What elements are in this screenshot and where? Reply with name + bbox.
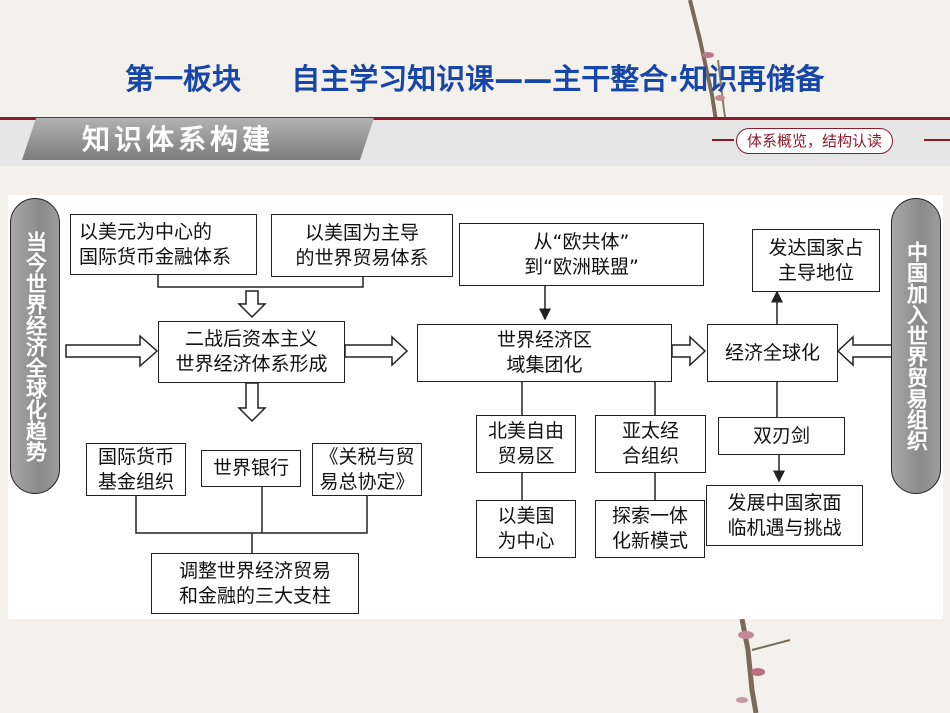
connector-lines [65, 274, 902, 553]
box-ec-to-eu-text: 从“欧共体” 到“欧洲联盟” [524, 230, 639, 278]
hollow-arrow-to-global [671, 335, 707, 367]
box-apec-text: 亚太经 合组织 [621, 420, 679, 467]
box-double-edged: 双刃剑 [718, 417, 845, 455]
box-imf-text: 国际货币 基金组织 [97, 445, 174, 493]
box-world-bank-text: 世界银行 [212, 457, 289, 479]
box-us-center-text: 以美国 为中心 [497, 505, 555, 552]
side-label-right-text: 中国加入世界贸易组织 [904, 241, 929, 451]
hollow-arrow-left-side [65, 334, 159, 368]
box-china-challenge: 发展中国家面 临机遇与挑战 [706, 485, 863, 546]
banner-divider-left [712, 139, 734, 141]
side-label-left: 当今世界经济全球化趋势 [10, 198, 60, 494]
box-us-trade: 以美国为主导 的世界贸易体系 [271, 214, 453, 277]
title-part2: 自主学习知识课——主干整合·知识再储备 [291, 62, 825, 96]
box-developed-lead: 发达国家占 主导地位 [752, 229, 880, 292]
box-three-pillars: 调整世界经济贸易 和金融的三大支柱 [151, 553, 359, 614]
box-us-center: 以美国 为中心 [476, 500, 576, 558]
box-new-model: 探索一体 化新模式 [595, 500, 705, 558]
box-china-challenge-text: 发展中国家面 临机遇与挑战 [727, 491, 842, 539]
page-title: 第一板块 自主学习知识课——主干整合·知识再储备 [125, 62, 865, 96]
box-nafta: 北美自由 贸易区 [476, 415, 576, 473]
section-subtitle: 体系概览，结构认读 [736, 128, 894, 154]
box-developed-lead-text: 发达国家占 主导地位 [768, 236, 864, 284]
box-new-model-text: 探索一体 化新模式 [611, 505, 688, 552]
box-ec-to-eu: 从“欧共体” 到“欧洲联盟” [459, 223, 704, 286]
box-gatt: 《关税与贸 易总协定》 [312, 443, 422, 496]
box-three-pillars-text: 调整世界经济贸易 和金融的三大支柱 [178, 559, 331, 607]
box-postwar-system-text: 二战后资本主义 世界经济体系形成 [175, 328, 328, 375]
connector-top-join [157, 274, 364, 288]
side-label-right: 中国加入世界贸易组织 [891, 198, 941, 494]
hollow-arrow-down-2 [237, 382, 267, 423]
box-globalization-text: 经济全球化 [724, 341, 820, 364]
box-gatt-text: 《关税与贸 易总协定》 [319, 445, 415, 493]
box-imf: 国际货币 基金组织 [86, 443, 186, 496]
box-globalization: 经济全球化 [707, 324, 838, 382]
box-dollar-center-text: 以美元为中心的 国际货币金融体系 [79, 220, 232, 268]
box-world-bank: 世界银行 [201, 450, 301, 487]
box-nafta-text: 北美自由 贸易区 [487, 420, 564, 467]
section-title: 知识体系构建 [82, 123, 275, 156]
side-label-left-text: 当今世界经济全球化趋势 [23, 230, 48, 462]
section-tab [22, 118, 374, 160]
box-postwar-system: 二战后资本主义 世界经济体系形成 [158, 321, 345, 383]
title-part1: 第一板块 [125, 62, 242, 96]
hollow-arrow-to-bloc [344, 335, 409, 367]
box-regional-bloc-text: 世界经济区 域集团化 [496, 329, 592, 376]
box-regional-bloc: 世界经济区 域集团化 [417, 324, 672, 382]
box-apec: 亚太经 合组织 [595, 415, 706, 473]
box-dollar-center: 以美元为中心的 国际货币金融体系 [70, 214, 257, 275]
connector-pillars-bracket [135, 496, 368, 534]
banner-divider-right [924, 139, 950, 141]
box-us-trade-text: 以美国为主导 的世界贸易体系 [295, 221, 429, 269]
knowledge-diagram: 当今世界经济全球化趋势 中国加入世界贸易组织 以美元为中心的 国际货币金融体系 … [8, 195, 943, 619]
box-double-edged-text: 双刃剑 [752, 424, 810, 447]
hollow-arrow-down-1 [237, 290, 267, 319]
